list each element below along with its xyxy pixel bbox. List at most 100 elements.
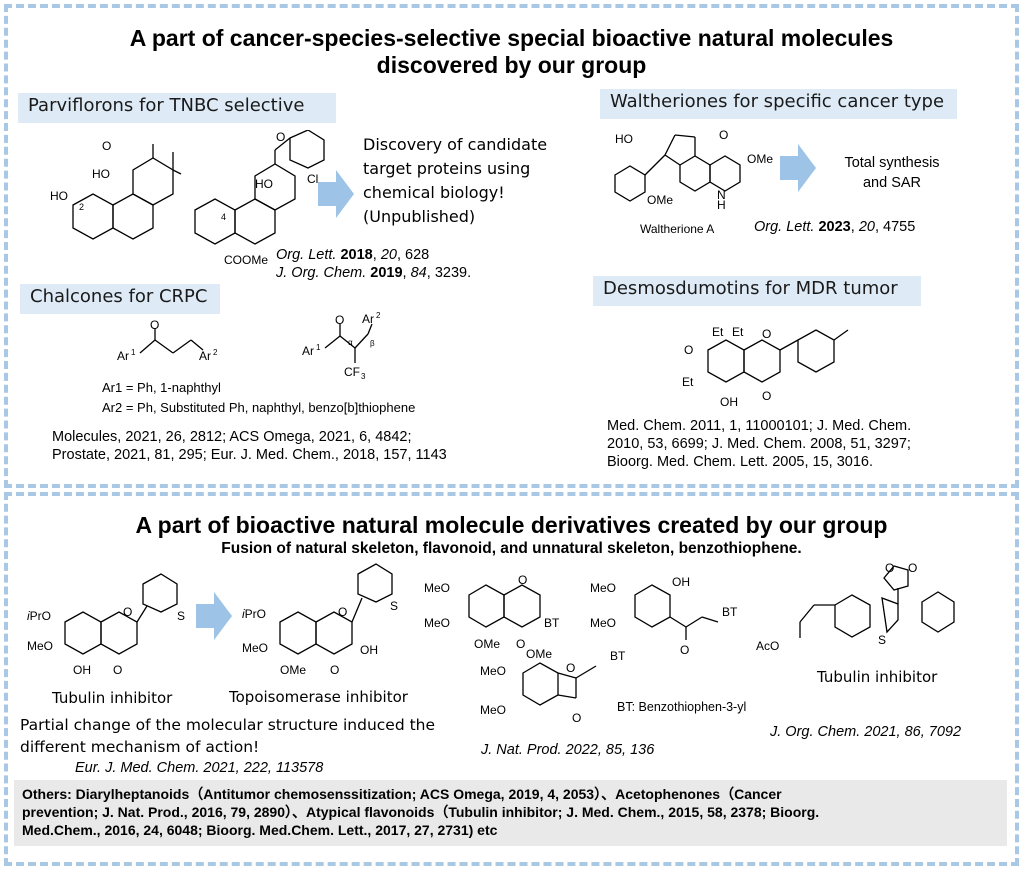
total-synthesis-line1: Total synthesis [844, 155, 940, 171]
svg-text:Ar: Ar [362, 312, 374, 326]
svg-text:OMe: OMe [647, 193, 673, 207]
svg-text:2: 2 [376, 311, 381, 320]
chalcone-structure-2: O Ar 1 Ar 2 CF 3 α β [302, 311, 381, 380]
chalcones-label: Chalcones for CRPC [20, 284, 220, 314]
total-synthesis-line2: and SAR [862, 175, 922, 191]
svg-text:S: S [177, 609, 185, 623]
svg-text:O: O [762, 327, 771, 341]
ref-year: 2023 [818, 219, 851, 235]
derivative-structure-2: iPrO MeO OMe O OH O S [242, 563, 398, 677]
derivative-structure-6: O O S AcO [756, 561, 955, 653]
svg-text:O: O [123, 605, 132, 619]
ref-volume: 20 [858, 219, 875, 235]
desmosdumotins-refs: Med. Chem. 2011, 1, 11000101; J. Med. Ch… [607, 417, 911, 471]
svg-text:O: O [572, 711, 581, 725]
svg-text:O: O [762, 389, 771, 403]
ref-page: 3239. [434, 265, 472, 281]
top-title-line1: A part of cancer-species-selective speci… [129, 25, 894, 51]
tubulin-inhibitor-label-1: Tubulin inhibitor [52, 689, 173, 707]
svg-text:OH: OH [672, 575, 690, 589]
partial-change-line1: Partial change of the molecular structur… [20, 716, 436, 734]
svg-text:OMe: OMe [280, 663, 306, 677]
svg-text:O: O [113, 663, 122, 677]
ref-jnp: J. Nat. Prod. 2022, 85, 136 [481, 742, 655, 758]
svg-text:4: 4 [221, 212, 226, 222]
ref-page: 4755 [883, 219, 916, 235]
svg-text:CF: CF [344, 365, 360, 379]
svg-text:O: O [684, 343, 693, 357]
svg-text:HO: HO [255, 177, 273, 191]
ar1-definition: Ar1 = Ph, 1-naphthyl [102, 380, 221, 395]
desmosdumotins-refs-line1: Med. Chem. 2011, 1, 11000101; J. Med. Ch… [607, 418, 912, 434]
topoisomerase-inhibitor-label: Topoisomerase inhibitor [229, 688, 408, 706]
derivative-structure-5: OMe MeO MeO O O BT [480, 648, 626, 725]
svg-text:2: 2 [79, 202, 84, 212]
desmosdumotins-label: Desmosdumotins for MDR tumor [593, 276, 921, 306]
svg-text:O: O [908, 561, 917, 575]
svg-text:MeO: MeO [424, 616, 450, 630]
svg-text:HO: HO [50, 189, 68, 203]
derivative-arrow [196, 592, 232, 640]
partial-change-text: Partial change of the molecular structur… [20, 714, 435, 758]
svg-text:iPrO: iPrO [242, 607, 266, 621]
svg-text:BT: BT [544, 616, 560, 630]
svg-text:O: O [719, 128, 728, 142]
svg-text:O: O [330, 663, 339, 677]
ref-year: 2019 [370, 265, 403, 281]
svg-text:MeO: MeO [480, 703, 506, 717]
svg-text:BT: BT [610, 649, 626, 663]
top-title: A part of cancer-species-selective speci… [0, 25, 1023, 79]
parviflorons-arrow [318, 170, 354, 218]
discovery-text: Discovery of candidate target proteins u… [363, 135, 548, 226]
svg-text:Cl: Cl [307, 172, 318, 186]
svg-text:Et: Et [732, 325, 744, 339]
svg-text:OMe: OMe [747, 152, 773, 166]
bottom-section-frame [4, 492, 1019, 866]
chalcones-refs-line1: Molecules, 2021, 26, 2812; ACS Omega, 20… [52, 429, 412, 445]
svg-text:Et: Et [682, 375, 694, 389]
ref-journal: Org. Lett. [754, 219, 815, 235]
ref-year: 2018 [340, 247, 373, 263]
waltherione-structure: HO O OMe H N OMe [614, 128, 773, 212]
ref-journal: Org. Lett. [276, 247, 337, 263]
ar2-definition: Ar2 = Ph, Substituted Ph, naphthyl, benz… [102, 400, 416, 415]
others-line1: Others: Diarylheptanoids（Antitumor chemo… [22, 786, 782, 802]
svg-text:β: β [370, 339, 375, 348]
waltherione-name: Waltherione A [640, 222, 715, 236]
svg-text:Ar: Ar [199, 349, 211, 363]
derivative-structure-3: MeO MeO OMe O O BT [424, 573, 560, 651]
derivative-structure-1: iPrO MeO OH O O S [27, 573, 185, 677]
bottom-subtitle: Fusion of natural skeleton, flavonoid, a… [221, 540, 802, 557]
svg-text:S: S [878, 633, 886, 647]
svg-text:1: 1 [131, 348, 136, 357]
svg-text:2: 2 [213, 348, 218, 357]
desmosdumotin-structure: Et Et O O Et O OH [682, 325, 849, 409]
ref-page: 628 [405, 247, 430, 263]
svg-text:OMe: OMe [474, 637, 500, 651]
svg-text:OH: OH [720, 395, 738, 409]
parviflorone-structure-2: O HO 4 COOMe Cl [194, 130, 325, 267]
ref-volume: 84 [410, 265, 427, 281]
others-line2: prevention; J. Nat. Prod., 2016, 79, 289… [22, 804, 820, 820]
others-line3: Med.Chem., 2016, 24, 6048; Bioorg. Med.C… [22, 822, 498, 838]
chalcones-refs: Molecules, 2021, 26, 2812; ACS Omega, 20… [52, 428, 447, 464]
svg-text:O: O [516, 637, 525, 651]
parviflorons-ref-1: Org. Lett. 2018, 20, 628 [276, 247, 430, 263]
svg-text:O: O [566, 661, 575, 675]
svg-text:OMe: OMe [526, 648, 552, 661]
svg-text:3: 3 [361, 372, 366, 380]
bottom-title: A part of bioactive natural molecule der… [135, 512, 888, 538]
svg-text:MeO: MeO [424, 581, 450, 595]
waltheriones-label: Waltheriones for specific cancer type [600, 89, 957, 119]
total-synthesis-text: Total synthesis and SAR [832, 153, 952, 193]
svg-text:O: O [680, 643, 689, 657]
svg-text:Ar: Ar [117, 349, 129, 363]
svg-text:BT: BT [722, 605, 738, 619]
parviflorons-ref-2: J. Org. Chem. 2019, 84, 3239. [276, 265, 472, 281]
svg-text:HO: HO [92, 167, 110, 181]
derivative-structure-4: MeO MeO OH O BT [590, 575, 738, 657]
svg-text:O: O [102, 139, 111, 153]
ref-volume: 20 [380, 247, 397, 263]
svg-text:α: α [348, 338, 353, 347]
desmosdumotins-refs-line3: Bioorg. Med. Chem. Lett. 2005, 15, 3016. [607, 454, 873, 470]
